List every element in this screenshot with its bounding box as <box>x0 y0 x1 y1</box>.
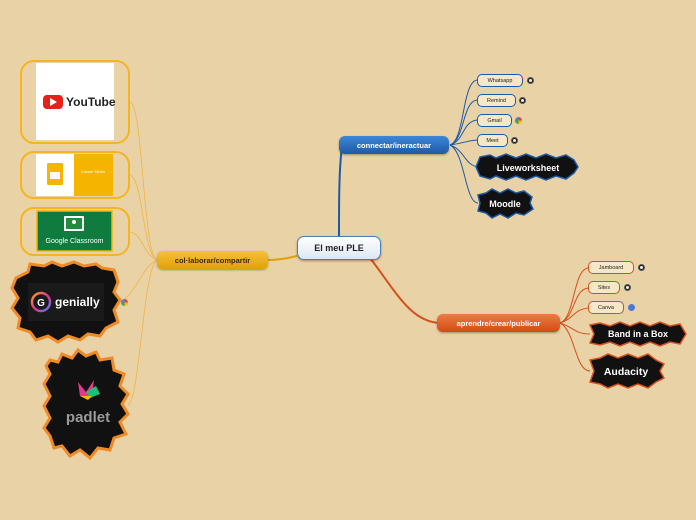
genially-wordmark: genially <box>55 295 100 309</box>
classroom-frame[interactable] <box>20 207 130 256</box>
youtube-wordmark: YouTube <box>66 95 116 109</box>
star-node-label: Band in a Box <box>607 329 668 339</box>
band-in-a-box-star-shape <box>588 321 687 347</box>
globe-icon[interactable] <box>638 264 645 271</box>
canva-icon[interactable] <box>628 304 635 311</box>
genially-image <box>28 283 104 321</box>
padlet-star-frame <box>42 347 130 461</box>
sub-node-gmail[interactable]: Gmail <box>477 114 512 127</box>
sub-node-remind[interactable]: Remind <box>477 94 516 107</box>
padlet-wordmark: padlet <box>66 409 110 426</box>
connector-collab-subs <box>117 101 158 406</box>
liveworksheet-star-shape <box>475 153 579 181</box>
branch-connect-label: connectar/ineractuar <box>356 140 432 150</box>
sub-node-label: Jamboard <box>598 264 624 271</box>
sub-node-meet[interactable]: Meet <box>477 134 508 147</box>
youtube-play-triangle-icon <box>50 98 57 106</box>
sub-node-sites[interactable]: Sites <box>588 281 620 294</box>
sub-node-jamboard[interactable]: Jamboard <box>588 261 634 274</box>
padlet-bird-tail-icon <box>80 396 92 400</box>
sub-node-whatsapp[interactable]: Whatsapp <box>477 74 523 87</box>
globe-icon[interactable] <box>511 137 518 144</box>
google-icon[interactable] <box>121 299 128 306</box>
sub-node-label: Gmail <box>487 117 502 124</box>
central-topic[interactable]: El meu PLE <box>297 236 381 260</box>
youtube-frame[interactable] <box>20 60 130 144</box>
connector-center-connect <box>338 145 343 237</box>
branch-collab-label: col·laborar/compartir <box>174 255 251 265</box>
sub-node-label: Meet <box>486 137 499 144</box>
google-icon[interactable] <box>515 117 522 124</box>
connector-connect-subs <box>449 79 481 204</box>
star-node-label: Moodle <box>489 198 521 209</box>
connector-center-learn <box>369 257 441 324</box>
branch-learn[interactable]: aprendre/crear/publicar <box>437 314 560 332</box>
connector-learn-subs <box>559 267 591 372</box>
sub-node-label: Sites <box>597 284 611 291</box>
slides-caption: Create Slides <box>81 169 105 174</box>
branch-connect[interactable]: connectar/ineractuar <box>339 136 449 154</box>
central-topic-label: El meu PLE <box>314 243 364 253</box>
genially-g-glyph: G <box>37 298 45 309</box>
slides-icon-inner <box>50 172 60 179</box>
star-node-audacity[interactable]: Audacity <box>592 358 660 386</box>
slides-caption-panel <box>74 154 113 196</box>
star-node-label: Liveworksheet <box>496 162 560 173</box>
connector-center-collab <box>267 255 298 261</box>
moodle-star-shape <box>477 188 534 219</box>
slides-frame[interactable] <box>20 151 130 199</box>
star-node-label: Audacity <box>603 366 649 378</box>
star-node-liveworksheet[interactable]: Liveworksheet <box>478 155 578 180</box>
sub-node-label: Whatsapp <box>487 77 513 84</box>
branch-collab[interactable]: col·laborar/compartir <box>157 251 268 269</box>
sub-node-canva[interactable]: Canva <box>588 301 624 314</box>
classroom-wordmark: Google Classroom <box>46 238 104 245</box>
classroom-person-icon <box>72 220 76 224</box>
globe-icon[interactable] <box>527 77 534 84</box>
star-node-moodle[interactable]: Moodle <box>478 190 532 217</box>
globe-icon[interactable] <box>624 284 631 291</box>
connector-lines <box>117 79 591 406</box>
sub-node-label: Remind <box>487 97 506 104</box>
padlet-bird-wing-icon <box>86 386 100 398</box>
genially-logo-icon <box>30 291 52 313</box>
sub-node-label: Canva <box>598 304 614 311</box>
globe-icon[interactable] <box>519 97 526 104</box>
audacity-star-shape <box>588 353 666 389</box>
star-node-band-in-a-box[interactable]: Band in a Box <box>592 323 684 345</box>
branch-learn-label: aprendre/crear/publicar <box>456 318 541 328</box>
